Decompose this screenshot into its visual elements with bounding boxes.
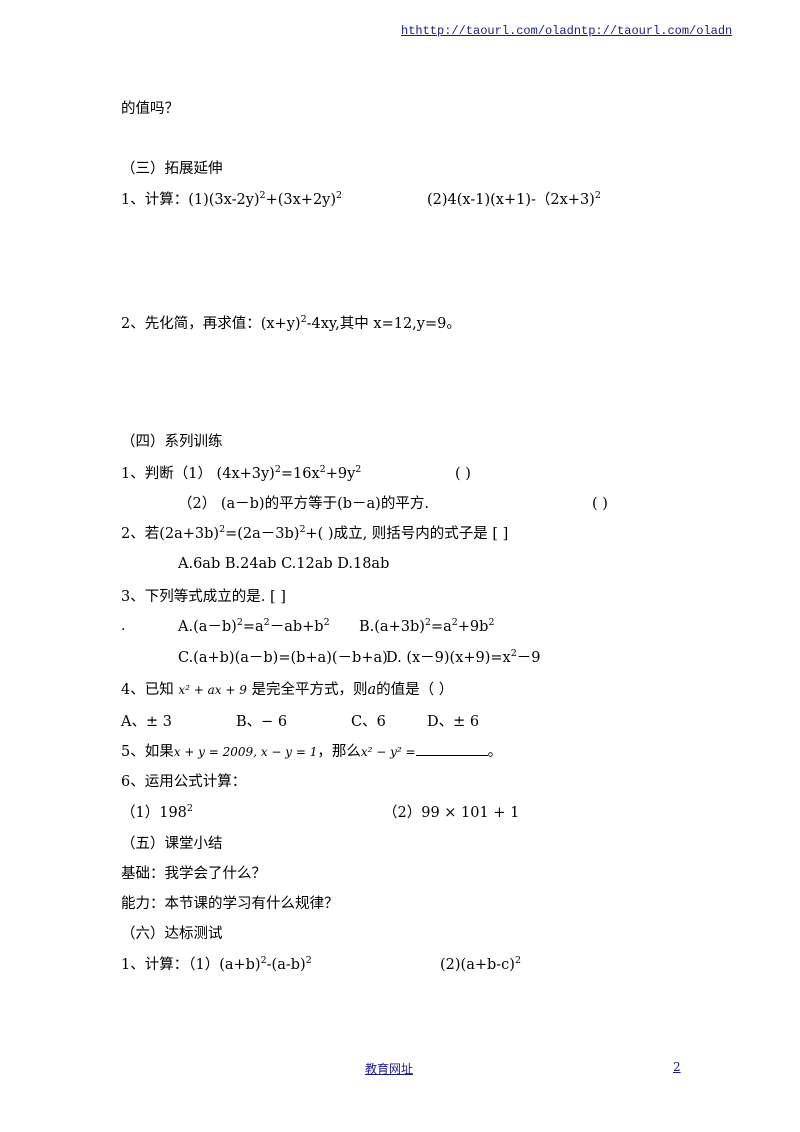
question-3-2: 2、先化简，再求值：(x+y)2-4xy,其中 x=12,y=9。 (121, 314, 461, 334)
superscript: 2 (510, 648, 517, 660)
superscript: 2 (263, 617, 270, 629)
q-text: B.(a+3b) (359, 619, 425, 635)
option-4-4-D: D、± 6 (427, 714, 480, 730)
superscript: 2 (259, 190, 266, 202)
footer-link[interactable]: 教育网址 (365, 1062, 414, 1076)
q-text: +( )成立, 则括号内的式子是 [ ] (305, 526, 509, 542)
answer-blank (415, 741, 488, 756)
math-expr: x² + ax + 9 (178, 683, 247, 697)
q-text: （1）198 (121, 805, 187, 821)
superscript: 2 (488, 617, 495, 629)
question-4-3: 3、下列等式成立的是. [ ] (121, 589, 286, 605)
superscript: 2 (323, 617, 330, 629)
section-heading-6: （六）达标测试 (121, 926, 223, 942)
q-text: 5、如果 (121, 744, 174, 760)
math-expr: x + y = 2009, x − y = 1 (173, 745, 318, 759)
option-4-4-A: A、± 3 (121, 714, 172, 730)
q-text: =(2a－3b) (225, 526, 300, 542)
stray-dot: . (121, 618, 126, 634)
option-4-4-B: B、− 6 (236, 714, 288, 730)
math-var: a (367, 682, 377, 698)
option-4-3-A: A.(a－b)2=a2－ab+b2 (178, 617, 330, 637)
summary-line-1: 基础：我学会了什么？ (121, 866, 266, 882)
header-url-link[interactable]: hthttp://taourl.com/oladntp://taourl.com… (401, 24, 733, 38)
superscript: 2 (186, 803, 193, 815)
q-text: (2)4(x-1)(x+1)-（2x+3) (427, 192, 595, 208)
superscript: 2 (336, 190, 343, 202)
superscript: 2 (355, 464, 362, 476)
q-text: -4xy,其中 x=12,y=9。 (306, 316, 461, 332)
q-text: 是完全平方式，则 (251, 682, 368, 698)
text-line: 的值吗？ (121, 101, 179, 117)
q-text: +9b (457, 619, 489, 635)
superscript: 2 (219, 524, 226, 536)
question-4-6-1: （1）1982 (121, 803, 193, 823)
superscript: 2 (424, 617, 431, 629)
q-text: ，那么 (317, 744, 361, 760)
superscript: 2 (305, 955, 312, 967)
superscript: 2 (274, 464, 281, 476)
summary-line-2: 能力：本节课的学习有什么规律？ (121, 896, 339, 912)
superscript: 2 (594, 190, 601, 202)
superscript: 2 (514, 955, 521, 967)
superscript: 2 (236, 617, 243, 629)
question-4-5: 5、如果x + y = 2009, x − y = 1，那么x² − y² = 。 (121, 741, 502, 762)
superscript: 2 (451, 617, 458, 629)
question-6-1a: 1、计算：（1）(a+b)2-(a-b)2 (121, 955, 312, 975)
question-4-2: 2、若(2a+3b)2=(2a－3b)2+( )成立, 则括号内的式子是 [ ] (121, 524, 508, 544)
q-text: 1、计算：（1）(a+b) (121, 957, 261, 973)
superscript: 2 (319, 464, 326, 476)
superscript: 2 (300, 314, 307, 326)
question-3-1b: (2)4(x-1)(x+1)-（2x+3)2 (427, 190, 601, 210)
option-4-4-C: C、6 (351, 714, 386, 730)
q-text: 4、已知 (121, 682, 174, 698)
q-text: +(3x+2y) (265, 192, 337, 208)
section-heading-5: （五）课堂小结 (121, 836, 223, 852)
q-text: 的值是（ ） (376, 682, 454, 698)
option-4-3-D: D. (x－9)(x+9)=x2－9 (386, 648, 541, 668)
q-text: =a (430, 619, 452, 635)
section-heading-4: （四）系列训练 (121, 434, 223, 450)
q-text: A.(a－b) (178, 619, 237, 635)
q-text: 1、计算：(1)(3x-2y) (121, 192, 260, 208)
math-expr: x² − y² = (360, 745, 416, 759)
q-text: 1、判断（1） (4x+3y) (121, 466, 275, 482)
q-text: －ab+b (269, 619, 324, 635)
q-text: D. (x－9)(x+9)=x (386, 650, 511, 666)
page-number: 2 (673, 1060, 681, 1074)
answer-paren: ( ) (455, 466, 471, 482)
option-4-3-C: C.(a+b)(a－b)=(b+a)(－b+a) (178, 650, 388, 666)
q-text: 。 (487, 744, 503, 760)
superscript: 2 (260, 955, 267, 967)
answer-paren: ( ) (592, 496, 608, 512)
question-4-6: 6、运用公式计算： (121, 774, 247, 790)
question-4-1-2: （2） (a－b)的平方等于(b－a)的平方. (178, 496, 429, 512)
q-text: 2、若(2a+3b) (121, 526, 220, 542)
section-heading-3: （三）拓展延伸 (121, 161, 223, 177)
option-4-3-B: B.(a+3b)2=a2+9b2 (359, 617, 495, 637)
q-text: =16x (280, 466, 320, 482)
question-3-1a: 1、计算：(1)(3x-2y)2+(3x+2y)2 (121, 190, 342, 210)
question-4-2-options: A.6ab B.24ab C.12ab D.18ab (178, 556, 390, 572)
question-4-1: 1、判断（1） (4x+3y)2=16x2+9y2 (121, 464, 361, 484)
question-4-4: 4、已知 x² + ax + 9 是完全平方式，则a的值是（ ） (121, 680, 453, 700)
q-text: －9 (516, 650, 541, 666)
q-text: (2)(a+b-c) (440, 957, 515, 973)
q-text: +9y (325, 466, 356, 482)
q-text: =a (242, 619, 264, 635)
superscript: 2 (299, 524, 306, 536)
question-6-1b: (2)(a+b-c)2 (440, 955, 521, 975)
question-4-6-2: （2）99 × 101 + 1 (383, 805, 520, 821)
q-text: -(a-b) (266, 957, 306, 973)
q-text: 2、先化简，再求值：(x+y) (121, 316, 301, 332)
